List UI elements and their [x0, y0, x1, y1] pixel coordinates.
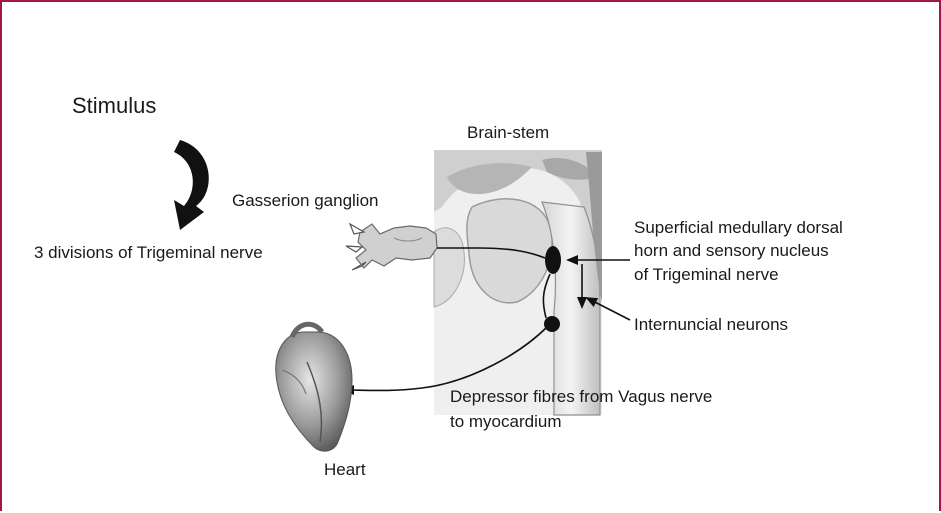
internuncial-label: Internuncial neurons — [634, 314, 788, 335]
superficial-nucleus-line-1: Superficial medullary dorsal — [634, 216, 843, 239]
depressor-line-1: Depressor fibres from Vagus nerve — [450, 385, 712, 410]
gasserion-ganglion-label: Gasserion ganglion — [232, 190, 378, 211]
sensory-nucleus-node — [545, 246, 561, 274]
brain-stem-illustration — [434, 150, 602, 415]
heart-label: Heart — [324, 459, 366, 480]
heart-illustration — [276, 324, 352, 451]
trigeminal-divisions-label: 3 divisions of Trigeminal nerve — [34, 242, 263, 263]
ganglion-icon — [346, 224, 437, 270]
superficial-nucleus-label: Superficial medullary dorsal horn and se… — [634, 216, 843, 286]
superficial-nucleus-line-2: horn and sensory nucleus — [634, 239, 843, 262]
curved-arrow-icon — [174, 140, 209, 230]
depressor-fibres-label: Depressor fibres from Vagus nerve to myo… — [450, 385, 712, 434]
superficial-nucleus-line-3: of Trigeminal nerve — [634, 263, 843, 286]
internuncial-node — [544, 316, 560, 332]
stimulus-label: Stimulus — [72, 92, 156, 120]
depressor-line-2: to myocardium — [450, 410, 712, 435]
brain-stem-label: Brain-stem — [467, 122, 549, 143]
